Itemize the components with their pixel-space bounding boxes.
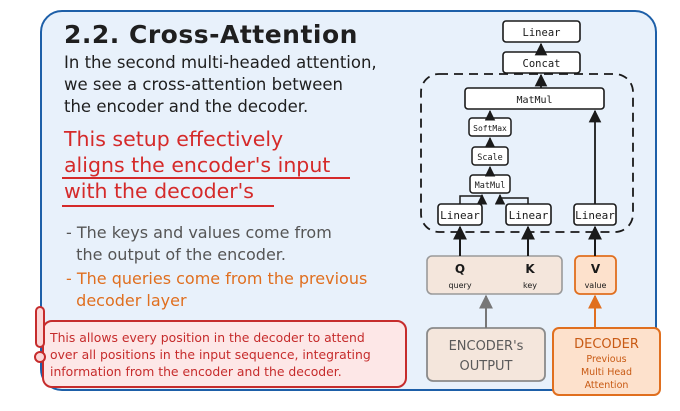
linear-k-label: Linear: [509, 209, 549, 222]
decoder-sub-line: Multi Head: [581, 367, 632, 378]
highlight-line: aligns the encoder's input: [64, 153, 331, 177]
matmul-wide-label: MatMul: [516, 95, 552, 106]
bullet-keys-values: - The keys and values come from the outp…: [66, 222, 332, 266]
intro-paragraph: In the second multi-headed attention, we…: [64, 52, 377, 118]
slide-title: 2.2. Cross-Attention: [64, 20, 358, 49]
concat-label: Concat: [523, 58, 561, 70]
top-linear-label: Linear: [523, 27, 561, 39]
decoder-box: [552, 327, 661, 396]
highlight-statement: This setup effectively aligns the encode…: [64, 126, 330, 204]
exclamation-icon: [34, 306, 46, 363]
intro-line: the encoder and the decoder.: [64, 97, 309, 116]
note-line: over all positions in the input sequence…: [50, 347, 371, 362]
softmax-label: SoftMax: [473, 124, 507, 133]
linear-q-label: Linear: [440, 209, 480, 222]
scale-label: Scale: [477, 153, 503, 163]
intro-line: we see a cross-attention between: [64, 75, 343, 94]
highlight-underline: [62, 177, 350, 179]
q-word: query: [448, 281, 471, 290]
v-letter: V: [591, 262, 601, 276]
bullet-line: - The queries come from the previous: [66, 269, 368, 288]
highlight-underline: [62, 205, 274, 207]
arrow-lineark-to-matmul: [494, 193, 529, 205]
q-letter: Q: [455, 262, 465, 276]
decoder-sub-line: Previous: [586, 354, 626, 365]
note-text: This allows every position in the decode…: [50, 329, 371, 380]
query-key-box: [426, 255, 563, 295]
k-word: key: [523, 281, 537, 290]
note-line: information from the encoder and the dec…: [50, 364, 342, 379]
note-line: This allows every position in the decode…: [50, 330, 365, 345]
v-word: value: [585, 281, 607, 290]
matmul-wide-box: [464, 87, 605, 110]
intro-line: In the second multi-headed attention,: [64, 53, 377, 72]
bullet-queries: - The queries come from the previous dec…: [66, 268, 367, 312]
decoder-sub-line: Attention: [585, 380, 629, 391]
linear-v-label: Linear: [575, 209, 615, 222]
encoder-output-line: ENCODER's: [449, 339, 524, 354]
highlight-line: This setup effectively: [64, 127, 284, 151]
top-linear-box: [502, 20, 581, 43]
matmul-small-label: MatMul: [475, 181, 506, 191]
bullet-line: - The keys and values come from: [66, 223, 332, 242]
highlight-line: with the decoder's: [64, 179, 254, 203]
arrow-linearq-to-matmul: [459, 193, 488, 205]
encoder-output-line: OUTPUT: [460, 359, 513, 374]
bullet-line: the output of the encoder.: [66, 245, 286, 264]
note-box: [42, 320, 407, 388]
k-letter: K: [525, 262, 535, 276]
bullet-line: decoder layer: [66, 291, 187, 310]
decoder-title: DECODER: [574, 337, 639, 352]
